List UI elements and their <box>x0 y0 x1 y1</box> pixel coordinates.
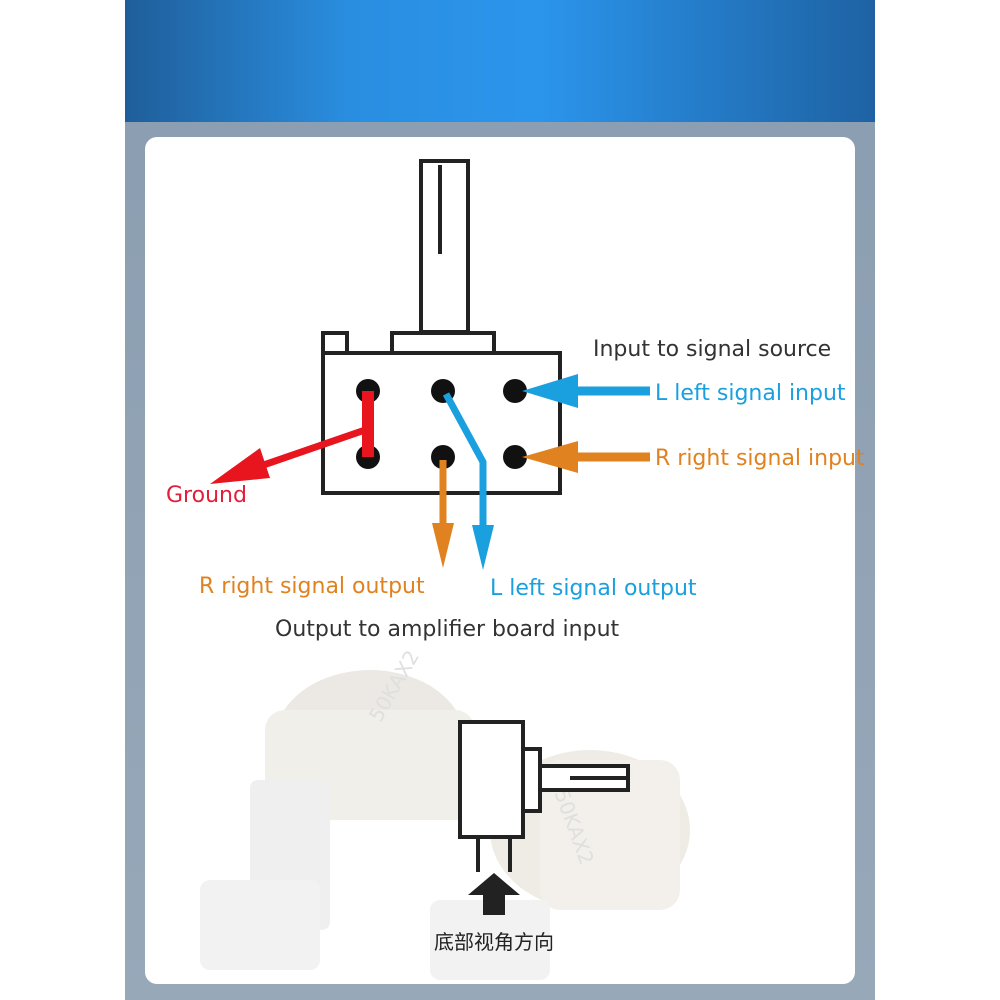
ground-wire <box>210 391 374 484</box>
ground-label: Ground <box>166 483 247 508</box>
terminal-bottom-right <box>503 445 527 469</box>
r-output-label: R right signal output <box>199 574 425 599</box>
shaft <box>419 159 470 334</box>
r-input-label: R right signal input <box>655 446 865 471</box>
tab <box>321 331 349 355</box>
l-input-arrow <box>522 374 650 408</box>
diagram-card <box>145 137 855 984</box>
terminal-bottom-middle <box>431 445 455 469</box>
l-input-label: L left signal input <box>655 381 846 406</box>
r-input-arrow <box>522 441 650 473</box>
l-output-label: L left signal output <box>490 576 697 601</box>
bottom-view-arrow <box>468 873 520 915</box>
potentiometer-side-view <box>458 720 630 872</box>
l-output-wire <box>442 392 494 570</box>
background-photo: 50KAX2 50KAX2 <box>200 646 690 980</box>
input-source-label: Input to signal source <box>593 337 831 362</box>
r-output-wire <box>432 460 454 568</box>
potentiometer-front-view <box>321 159 562 495</box>
bottom-view-label: 底部视角方向 <box>434 930 554 954</box>
side-bushing <box>521 747 542 813</box>
header-banner <box>125 0 875 122</box>
bushing <box>390 331 496 355</box>
side-body <box>458 720 525 839</box>
terminal-top-right <box>503 379 527 403</box>
output-amp-label: Output to amplifier board input <box>275 617 620 642</box>
